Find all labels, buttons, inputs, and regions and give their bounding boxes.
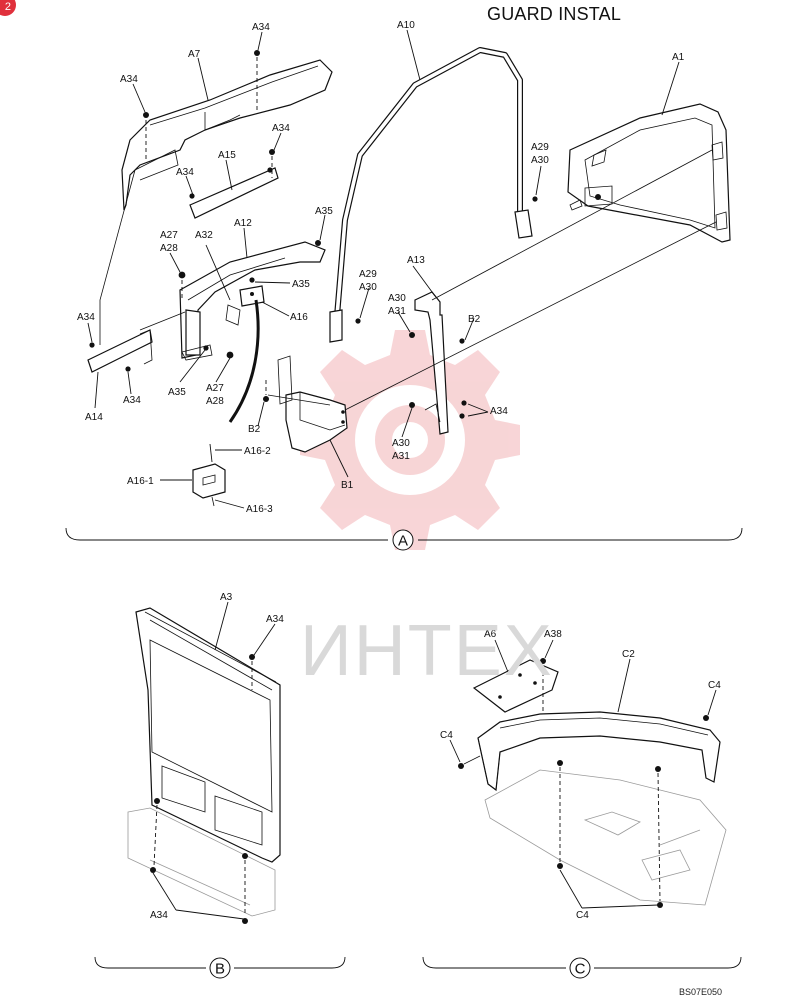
label-b2: B2	[468, 314, 481, 325]
part-a6-plate	[472, 659, 559, 713]
label-a27: A27	[206, 383, 224, 394]
part-a16-plate	[225, 285, 265, 326]
label-a27: A27	[160, 230, 178, 241]
label-a34: A34	[77, 312, 95, 323]
label-a28: A28	[160, 243, 178, 254]
part-a12-frame	[179, 241, 326, 361]
label-a12: A12	[234, 218, 252, 229]
label-a1: A1	[672, 52, 685, 63]
part-a14-bracket	[87, 329, 153, 373]
label-a34: A34	[150, 910, 168, 921]
label-a15: A15	[218, 150, 236, 161]
label-a16-3: A16-3	[246, 504, 273, 515]
label-a10: A10	[397, 20, 415, 31]
section-b-labels: A3 A34 A34	[150, 592, 284, 921]
label-a3: A3	[220, 592, 233, 603]
label-a34: A34	[490, 406, 508, 417]
part-a1-side-cover	[567, 103, 731, 243]
label-b1: B1	[341, 480, 354, 491]
label-a34: A34	[252, 22, 270, 33]
label-a16: A16	[290, 312, 308, 323]
page-badge: 2	[0, 0, 16, 16]
label-c2: C2	[622, 649, 635, 660]
part-a3-rear-panel	[127, 607, 281, 924]
label-a29: A29	[531, 142, 549, 153]
label-a28: A28	[206, 396, 224, 407]
label-a32: A32	[195, 230, 213, 241]
label-a30: A30	[392, 438, 410, 449]
part-a16-cable-guide	[228, 299, 260, 423]
section-a-mark: A	[398, 533, 408, 550]
section-a-fasteners	[143, 50, 538, 419]
label-a31: A31	[392, 451, 410, 462]
label-a6: A6	[484, 629, 497, 640]
label-a35: A35	[168, 387, 186, 398]
label-a35: A35	[292, 279, 310, 290]
label-a30: A30	[359, 282, 377, 293]
diagram-title: GUARD INSTAL	[487, 4, 622, 24]
label-b2: B2	[248, 424, 261, 435]
section-a-dashed-lines	[145, 57, 273, 395]
label-a30: A30	[531, 155, 549, 166]
label-a31: A31	[388, 306, 406, 317]
section-b-bracket: B	[94, 956, 346, 979]
label-a38: A38	[544, 629, 562, 640]
label-a16-2: A16-2	[244, 446, 271, 457]
section-c-fasteners	[458, 658, 709, 908]
label-a16-1: A16-1	[127, 476, 154, 487]
section-c-leaders	[449, 639, 717, 909]
watermark-text: ИНТЕХ	[300, 611, 554, 691]
label-a7: A7	[188, 49, 201, 60]
section-a-assembly-lines	[99, 149, 717, 411]
part-a16-1-block	[192, 443, 226, 507]
label-a34: A34	[123, 395, 141, 406]
label-a29: A29	[359, 269, 377, 280]
part-c2-fender-guard	[477, 711, 727, 906]
watermark-gear	[300, 330, 520, 550]
section-b-leaders	[152, 601, 276, 920]
label-c4: C4	[440, 730, 453, 741]
label-a30: A30	[388, 293, 406, 304]
section-c-bracket: C	[422, 956, 742, 979]
part-a15-bracket	[189, 167, 279, 219]
label-a35: A35	[315, 206, 333, 217]
label-a14: A14	[85, 412, 103, 423]
section-a-bracket: A	[65, 527, 743, 551]
section-a-labels: A34 A7 A34 A10 A1 A34 A15 A34 A29 A30 A3…	[77, 20, 685, 515]
label-a34: A34	[272, 123, 290, 134]
drawing-code: BS07E050	[679, 987, 723, 997]
section-c-mark: C	[575, 961, 586, 978]
part-a7-top-cover	[121, 59, 333, 211]
label-a34: A34	[176, 167, 194, 178]
section-a-leaders	[87, 29, 680, 509]
label-c4: C4	[576, 910, 589, 921]
label-a34: A34	[266, 614, 284, 625]
label-a34: A34	[120, 74, 138, 85]
label-c4: C4	[708, 680, 721, 691]
section-b-mark: B	[215, 961, 225, 978]
part-a13-post	[414, 291, 449, 435]
part-b1-bracket	[277, 355, 348, 453]
section-c-labels: A6 A38 C2 C4 C4 C4	[440, 629, 721, 921]
label-a13: A13	[407, 255, 425, 266]
part-a10-roll-bar	[329, 47, 533, 343]
